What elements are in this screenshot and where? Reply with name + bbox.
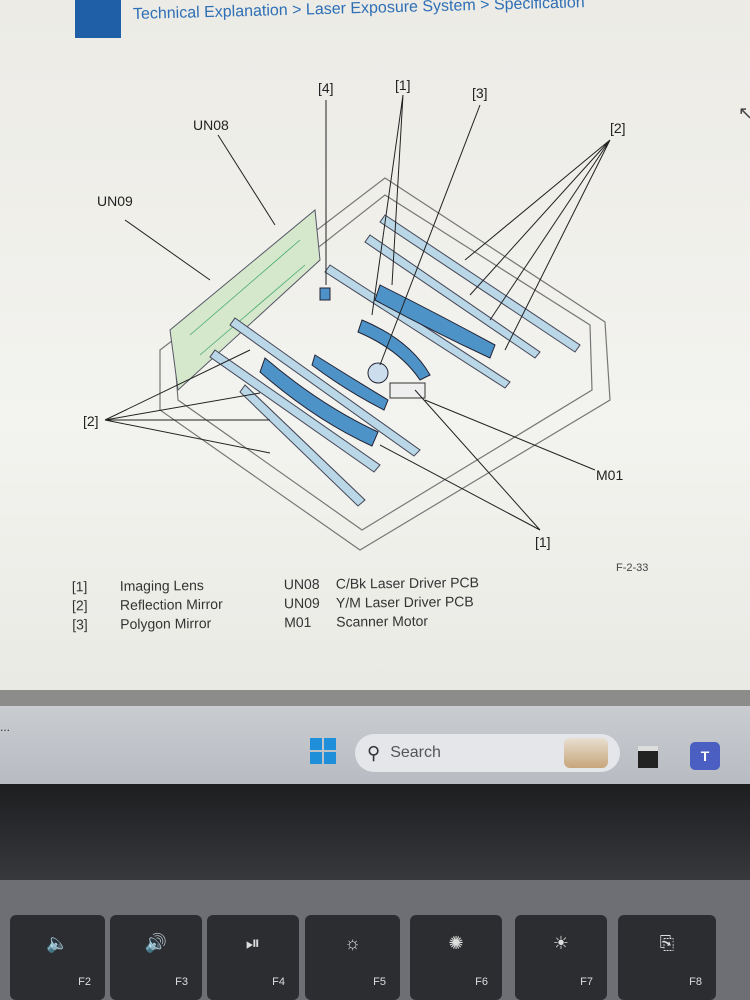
legend-num: [3] bbox=[72, 616, 88, 633]
overflow-text: ... bbox=[0, 720, 11, 734]
key-f2[interactable]: 🔈 F2 bbox=[10, 915, 105, 1000]
window-bottom-edge bbox=[0, 690, 750, 708]
part-4 bbox=[319, 287, 331, 301]
search-highlight-image[interactable] bbox=[564, 738, 608, 768]
legend-name: Reflection Mirror bbox=[119, 595, 223, 613]
key-label: F3 bbox=[175, 976, 188, 988]
search-icon: ⚲ bbox=[367, 742, 381, 763]
key-label: F8 bbox=[689, 976, 702, 988]
scanner-motor-m01 bbox=[389, 382, 426, 399]
search-placeholder: Search bbox=[390, 744, 441, 761]
legend-num: [1] bbox=[71, 578, 88, 595]
legend-name: Imaging Lens bbox=[119, 577, 204, 594]
reflection-mirrors bbox=[209, 214, 581, 507]
mouse-cursor-icon: ↖ bbox=[738, 103, 750, 123]
callout-2-left: [2] bbox=[83, 413, 99, 429]
volume-down-icon: 🔈 bbox=[46, 933, 69, 953]
legend-code: M01 bbox=[284, 613, 312, 631]
brightness-up-icon: ☀ bbox=[552, 933, 570, 953]
legend-code: UN08 bbox=[283, 575, 320, 593]
brightness-down-icon: ✺ bbox=[448, 933, 464, 953]
key-f7[interactable]: ☀ F7 bbox=[515, 915, 607, 1000]
leader-lines bbox=[104, 94, 611, 531]
teams-icon[interactable]: T bbox=[690, 742, 720, 770]
volume-up-icon: 🔊 bbox=[144, 933, 168, 953]
taskbar-search[interactable]: ⚲ Search bbox=[355, 734, 620, 772]
key-f3[interactable]: 🔊 F3 bbox=[110, 915, 202, 1000]
screen: Technical Explanation > Laser Exposure S… bbox=[0, 0, 750, 705]
callout-un09: UN09 bbox=[97, 193, 133, 209]
callout-m01: M01 bbox=[596, 467, 623, 483]
breadcrumb[interactable]: Technical Explanation > Laser Exposure S… bbox=[132, 0, 585, 23]
key-f5[interactable]: ☼ F5 bbox=[305, 915, 400, 1000]
key-label: F7 bbox=[580, 976, 593, 988]
taskbar: ... ⚲ Search T bbox=[0, 706, 750, 784]
key-f6[interactable]: ✺ F6 bbox=[410, 915, 502, 1000]
key-label: F4 bbox=[272, 976, 285, 988]
legend-code: UN09 bbox=[283, 594, 320, 612]
laser-exposure-diagram: [4] [1] [3] [2] UN08 UN09 [2] M01 [1] bbox=[83, 77, 626, 551]
legend-name: Polygon Mirror bbox=[120, 614, 212, 632]
key-f8[interactable]: ⎘ F8 bbox=[618, 915, 716, 1000]
legend-desc: Y/M Laser Driver PCB bbox=[335, 593, 474, 611]
legend-num: [2] bbox=[71, 597, 88, 614]
imaging-lenses bbox=[259, 284, 496, 447]
callout-1-top: [1] bbox=[395, 77, 411, 93]
callout-2-right: [2] bbox=[610, 120, 626, 136]
polygon-mirror bbox=[367, 362, 389, 384]
key-f4[interactable]: ⏯ F4 bbox=[207, 915, 299, 1000]
callout-4: [4] bbox=[318, 80, 334, 96]
key-label: F5 bbox=[373, 976, 386, 988]
laptop-bezel bbox=[0, 784, 750, 894]
figure-id: F-2-33 bbox=[616, 562, 649, 574]
legend: [1] Imaging Lens UN08 C/Bk Laser Driver PCB… bbox=[72, 574, 537, 636]
legend-desc: C/Bk Laser Driver PCB bbox=[335, 574, 480, 592]
task-view-icon[interactable] bbox=[638, 746, 658, 768]
windows-start-icon[interactable] bbox=[310, 738, 336, 764]
key-label: F6 bbox=[475, 976, 488, 988]
display-switch-icon: ⎘ bbox=[659, 933, 675, 953]
keyboard-backlight-icon: ☼ bbox=[344, 933, 361, 953]
key-label: F2 bbox=[78, 976, 91, 988]
legend-desc: Scanner Motor bbox=[336, 612, 429, 630]
callout-3: [3] bbox=[472, 85, 488, 101]
callout-un08: UN08 bbox=[193, 117, 229, 133]
legend-row: [3] Polygon Mirror M01 Scanner Motor bbox=[72, 612, 536, 636]
chapter-badge bbox=[75, 0, 121, 38]
callout-1-bottom: [1] bbox=[535, 534, 551, 550]
play-pause-icon: ⏯ bbox=[245, 933, 261, 953]
